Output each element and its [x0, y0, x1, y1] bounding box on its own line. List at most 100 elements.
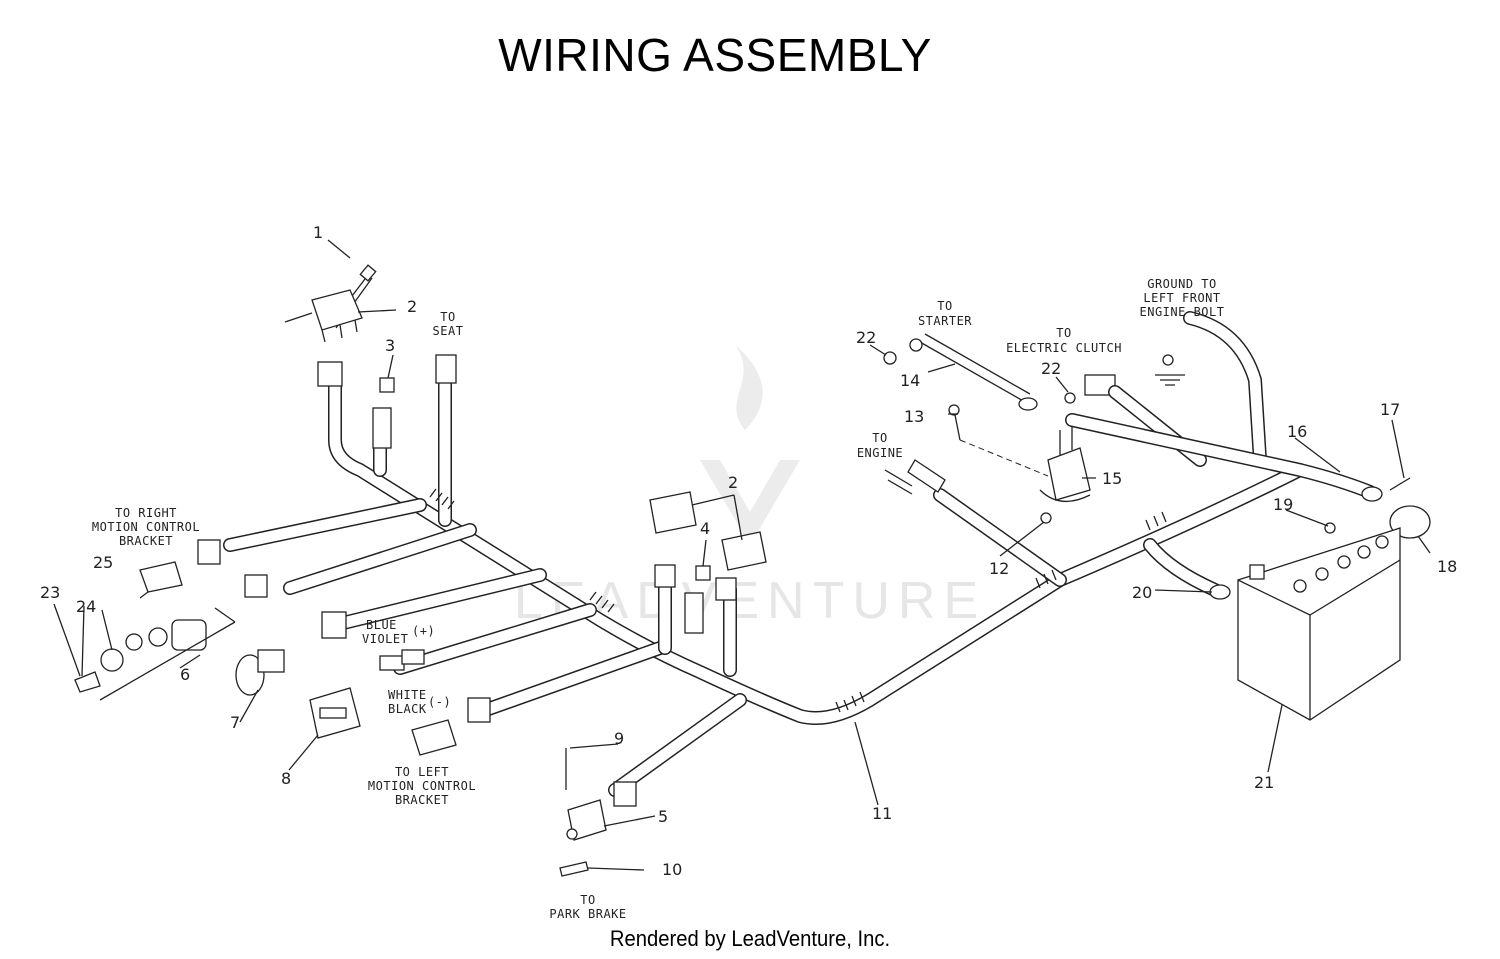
callout-7: 7: [230, 713, 240, 732]
label-blue: BLUE: [366, 618, 397, 632]
screw-13: [954, 414, 961, 441]
nut-22: [883, 351, 897, 365]
callout-10: 10: [662, 860, 682, 879]
label-ground-2: LEFT FRONT: [1143, 291, 1220, 305]
callout-11: 11: [872, 804, 892, 823]
callout-12: 12: [989, 559, 1009, 578]
ignition-connector: [244, 574, 268, 598]
callout-20: 20: [1132, 583, 1152, 602]
callout-2a: 2: [407, 297, 417, 316]
callout-22b: 22: [1041, 359, 1061, 378]
fuse2-holder: [684, 592, 704, 634]
label-to-seat-2: SEAT: [433, 324, 464, 338]
relay-2-left: [649, 491, 697, 534]
callout-22a: 22: [856, 328, 876, 347]
nut-25: [125, 633, 143, 651]
callout-21: 21: [1254, 773, 1274, 792]
key-23: [74, 671, 101, 693]
engine-connector: [907, 459, 946, 493]
cable-16-end: [1361, 486, 1383, 502]
starter-cable-14: [919, 333, 1031, 403]
relay-2-top: [311, 289, 363, 331]
cable-20-end: [1209, 584, 1231, 600]
fuse-3: [379, 377, 395, 393]
washer: [148, 627, 168, 647]
label-ground-3: ENGINE BOLT: [1140, 305, 1225, 319]
callout-2b: 2: [728, 473, 738, 492]
page-title: WIRING ASSEMBLY: [498, 29, 932, 81]
callout-4: 4: [700, 519, 710, 538]
label-left-motion-3: BRACKET: [395, 793, 449, 807]
label-park-brake-2: PARK BRAKE: [549, 907, 626, 921]
callout-15: 15: [1102, 469, 1122, 488]
footer-credit: Rendered by LeadVenture, Inc.: [609, 926, 891, 951]
fuse1-holder: [372, 407, 392, 449]
battery-21: [1237, 527, 1401, 721]
label-park-brake-1: TO: [580, 893, 595, 907]
callout-8: 8: [281, 769, 291, 788]
label-clutch-1: TO: [1056, 326, 1071, 340]
callout-13: 13: [904, 407, 924, 426]
fuse-4: [695, 565, 711, 581]
components: [74, 264, 1431, 877]
label-right-motion-2: MOTION CONTROL: [92, 520, 200, 534]
solenoid-15: [1047, 447, 1091, 501]
label-plus: (+): [412, 624, 435, 638]
label-clutch-2: ELECTRIC CLUTCH: [1006, 341, 1122, 355]
label-minus: (-): [428, 695, 451, 709]
label-engine-2: ENGINE: [857, 446, 903, 460]
callout-numbers: 1 2 3 2 4 5 6 7 8 9 10 11 12 13 14 15 16…: [40, 223, 1457, 879]
callout-18: 18: [1437, 557, 1457, 576]
leader-lines: [53, 239, 1431, 871]
watermark-text: LEADVENTURE: [514, 572, 986, 630]
seat-connector: [435, 354, 457, 384]
plus-terminal: [379, 655, 405, 671]
label-right-motion-1: TO RIGHT: [115, 506, 177, 520]
callout-5: 5: [658, 807, 668, 826]
park-brake-connector: [613, 781, 637, 807]
label-starter-1: TO: [937, 299, 952, 313]
relay-connector: [317, 361, 343, 387]
callout-6: 6: [180, 665, 190, 684]
label-starter-2: STARTER: [918, 314, 972, 328]
light-7: [235, 654, 265, 696]
nut-19: [1324, 522, 1336, 534]
relay-2-right: [721, 531, 767, 571]
callout-16: 16: [1287, 422, 1307, 441]
ground-symbol: [1155, 374, 1185, 386]
text-labels: TO SEAT TO RIGHT MOTION CONTROL BRACKET …: [92, 277, 1225, 921]
main-harness: [197, 354, 1307, 807]
callout-3: 3: [385, 336, 395, 355]
right-motion-connector: [197, 539, 221, 565]
right-motion-switch: [139, 561, 183, 593]
callout-19: 19: [1273, 495, 1293, 514]
relay2-connector: [654, 564, 676, 588]
nut-12: [1040, 512, 1052, 524]
label-engine-1: TO: [872, 431, 887, 445]
label-white: WHITE: [388, 688, 427, 702]
label-black: BLACK: [388, 702, 427, 716]
callout-25: 25: [93, 553, 113, 572]
hourmeter-connector: [321, 611, 347, 639]
bezel-24: [100, 648, 124, 672]
bracket-10: [559, 861, 589, 877]
callout-17: 17: [1380, 400, 1400, 419]
ignition-switch-6: [171, 619, 207, 651]
relay3-connector: [715, 577, 737, 601]
callout-9: 9: [614, 729, 624, 748]
callout-14: 14: [900, 371, 920, 390]
label-to-seat-1: TO: [440, 310, 455, 324]
label-right-motion-3: BRACKET: [119, 534, 173, 548]
label-left-motion-1: TO LEFT: [395, 765, 449, 779]
bolt-17: [1389, 477, 1411, 491]
callout-24: 24: [76, 597, 96, 616]
callout-23: 23: [40, 583, 60, 602]
callout-1: 1: [313, 223, 323, 242]
left-motion-switch: [411, 719, 457, 756]
label-left-motion-2: MOTION CONTROL: [368, 779, 476, 793]
label-violet: VIOLET: [362, 632, 408, 646]
left-motion-connector: [467, 697, 491, 723]
nut-22b: [1064, 392, 1076, 404]
